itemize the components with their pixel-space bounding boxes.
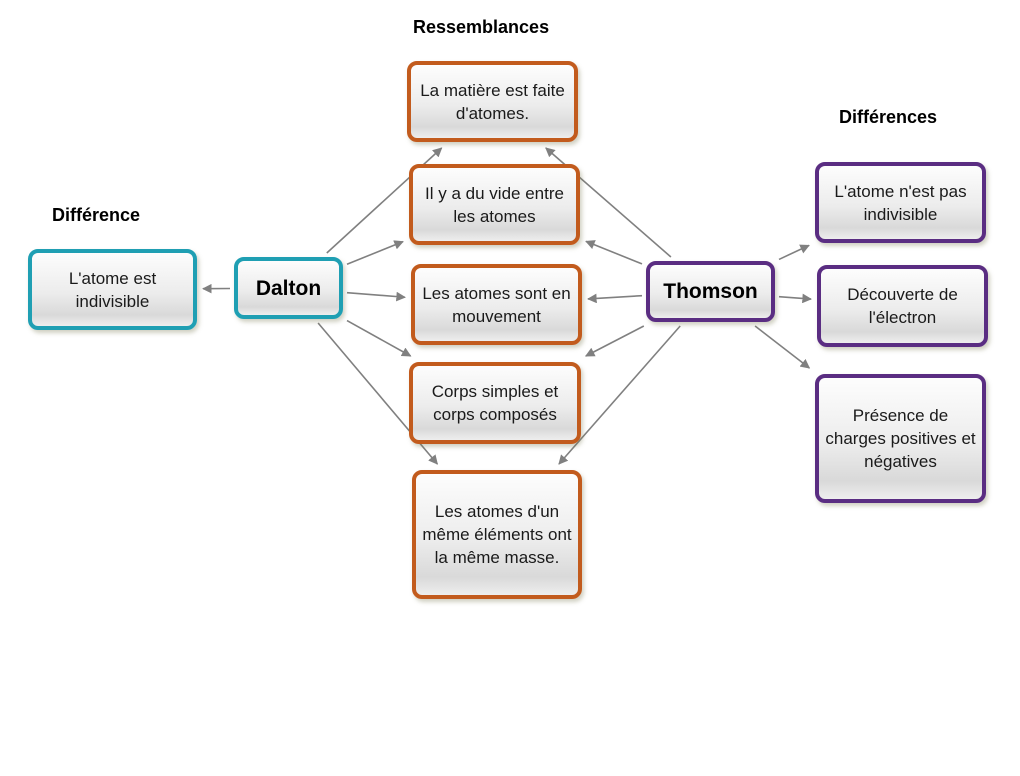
node-thomson-charges[interactable]: Présence de charges positives et négativ…: [815, 374, 986, 503]
node-text: Les atomes d'un même éléments ont la mêm…: [422, 502, 572, 567]
node-similarity-void[interactable]: Il y a du vide entre les atomes: [409, 164, 580, 245]
node-text: Présence de charges positives et négativ…: [825, 406, 976, 471]
node-thomson[interactable]: Thomson: [646, 261, 775, 322]
heading-ressemblances: Ressemblances: [413, 17, 550, 37]
arrow-dalton-to-sim_3: [346, 291, 406, 302]
arrow-dalton-to-sim_4: [346, 319, 412, 357]
arrow-thomson-to-sim_2: [585, 240, 643, 265]
node-text: Les atomes sont en mouvement: [422, 283, 571, 326]
node-text: L'atome est indivisible: [68, 268, 157, 311]
node-thomson-divisible[interactable]: L'atome n'est pas indivisible: [815, 162, 986, 243]
node-thomson-electron[interactable]: Découverte de l'électron: [817, 265, 988, 347]
node-similarity-motion[interactable]: Les atomes sont en mouvement: [411, 264, 582, 345]
node-text: L'atome n'est pas indivisible: [834, 181, 967, 224]
arrow-thomson-to-sim_3: [587, 293, 643, 304]
node-similarity-same-mass[interactable]: Les atomes d'un même éléments ont la mêm…: [412, 470, 582, 599]
node-text: Corps simples et corps composés: [431, 382, 559, 424]
arrow-thomson-to-thom_diff_2: [778, 293, 812, 304]
arrow-thomson-to-thom_diff_1: [778, 244, 810, 261]
node-text: Thomson: [663, 280, 758, 303]
node-text: Découverte de l'électron: [847, 285, 958, 327]
arrow-thomson-to-thom_diff_3: [754, 325, 811, 369]
node-similarity-substances[interactable]: Corps simples et corps composés: [409, 362, 581, 444]
node-similarity-matter-atoms[interactable]: La matière est faite d'atomes.: [407, 61, 578, 142]
node-dalton[interactable]: Dalton: [234, 257, 343, 319]
arrow-thomson-to-sim_4: [584, 325, 645, 357]
arrow-thomson-to-sim_5: [558, 325, 681, 465]
node-text: Dalton: [255, 276, 322, 300]
heading-differences-thomson: Différences: [839, 107, 938, 127]
arrow-dalton-to-sim_2: [346, 240, 404, 266]
node-text: Il y a du vide entre les atomes: [425, 183, 564, 226]
node-dalton-difference[interactable]: L'atome est indivisible: [28, 249, 197, 330]
node-text: La matière est faite d'atomes.: [420, 80, 565, 123]
heading-difference-dalton: Différence: [52, 205, 141, 225]
